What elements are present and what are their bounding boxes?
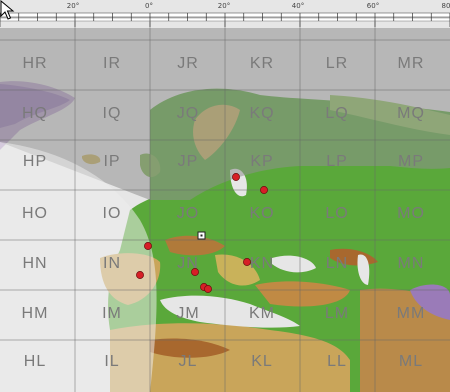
grid-locator-label: KL: [251, 353, 273, 370]
grid-locator-label: MN: [397, 255, 425, 272]
grid-locator-label: LR: [325, 55, 349, 72]
grid-locator-label: IO: [102, 205, 122, 222]
station-marker[interactable]: [204, 285, 212, 293]
grid-locator-label: IM: [102, 305, 122, 322]
tick-label: 20°: [66, 2, 80, 10]
station-marker[interactable]: [232, 173, 240, 181]
locator-grid: [0, 22, 450, 392]
grid-locator-label: JP: [177, 153, 199, 170]
grid-locator-label: HO: [22, 205, 48, 222]
station-marker[interactable]: [144, 242, 152, 250]
grid-locator-label: MR: [397, 55, 425, 72]
grid-locator-label: HL: [23, 353, 47, 370]
square-target-icon[interactable]: [197, 231, 206, 240]
grid-locator-label: KO: [249, 205, 275, 222]
tick-label: 80: [441, 2, 450, 10]
night-curve: [0, 142, 157, 392]
tick-label: 0°: [145, 2, 153, 10]
longitude-scale: [0, 12, 450, 27]
grid-locator-label: LQ: [325, 105, 349, 122]
station-marker[interactable]: [136, 271, 144, 279]
grid-locator-label: IP: [103, 153, 121, 170]
grid-locator-label: LN: [325, 255, 349, 272]
tick-label: 60°: [366, 2, 380, 10]
station-marker[interactable]: [191, 268, 199, 276]
grid-locator-label: MM: [396, 305, 426, 322]
grid-locator-label: KQ: [249, 105, 275, 122]
grid-locator-label: LM: [324, 305, 350, 322]
grid-locator-label: HR: [22, 55, 48, 72]
grid-locator-label: IR: [103, 55, 121, 72]
grid-locator-label: LO: [325, 205, 349, 222]
grid-locator-label: MP: [398, 153, 424, 170]
grid-locator-label: LL: [327, 353, 347, 370]
grid-locator-label: JL: [178, 353, 198, 370]
grid-locator-label: HP: [22, 153, 48, 170]
grid-locator-label: JR: [177, 55, 199, 72]
grid-locator-label: HM: [21, 305, 49, 322]
grid-locator-label: LP: [326, 153, 348, 170]
grid-locator-label: MO: [397, 205, 425, 222]
arrow-pointer-icon: [0, 0, 15, 20]
grid-locator-label: HQ: [22, 105, 48, 122]
grid-locator-label: KP: [250, 153, 274, 170]
grid-locator-label: JN: [177, 255, 199, 272]
tick-label: 40°: [291, 2, 305, 10]
grid-locator-label: JO: [176, 205, 200, 222]
grid-locator-label: ML: [398, 353, 424, 370]
grid-locator-label: MQ: [397, 105, 425, 122]
grid-locator-label: KN: [249, 255, 275, 272]
grid-locator-label: KR: [249, 55, 275, 72]
grid-locator-label: JM: [176, 305, 200, 322]
station-markers[interactable]: [136, 173, 268, 293]
grid-locator-label: HN: [22, 255, 48, 272]
tick-label: 20°: [217, 2, 231, 10]
grid-locator-label: IN: [103, 255, 121, 272]
grid-locator-label: JQ: [176, 105, 200, 122]
station-marker[interactable]: [243, 258, 251, 266]
grid-locator-label: IL: [104, 353, 120, 370]
station-marker[interactable]: [260, 186, 268, 194]
grid-locator-label: IQ: [102, 105, 122, 122]
grid-locator-label: KM: [249, 305, 275, 322]
